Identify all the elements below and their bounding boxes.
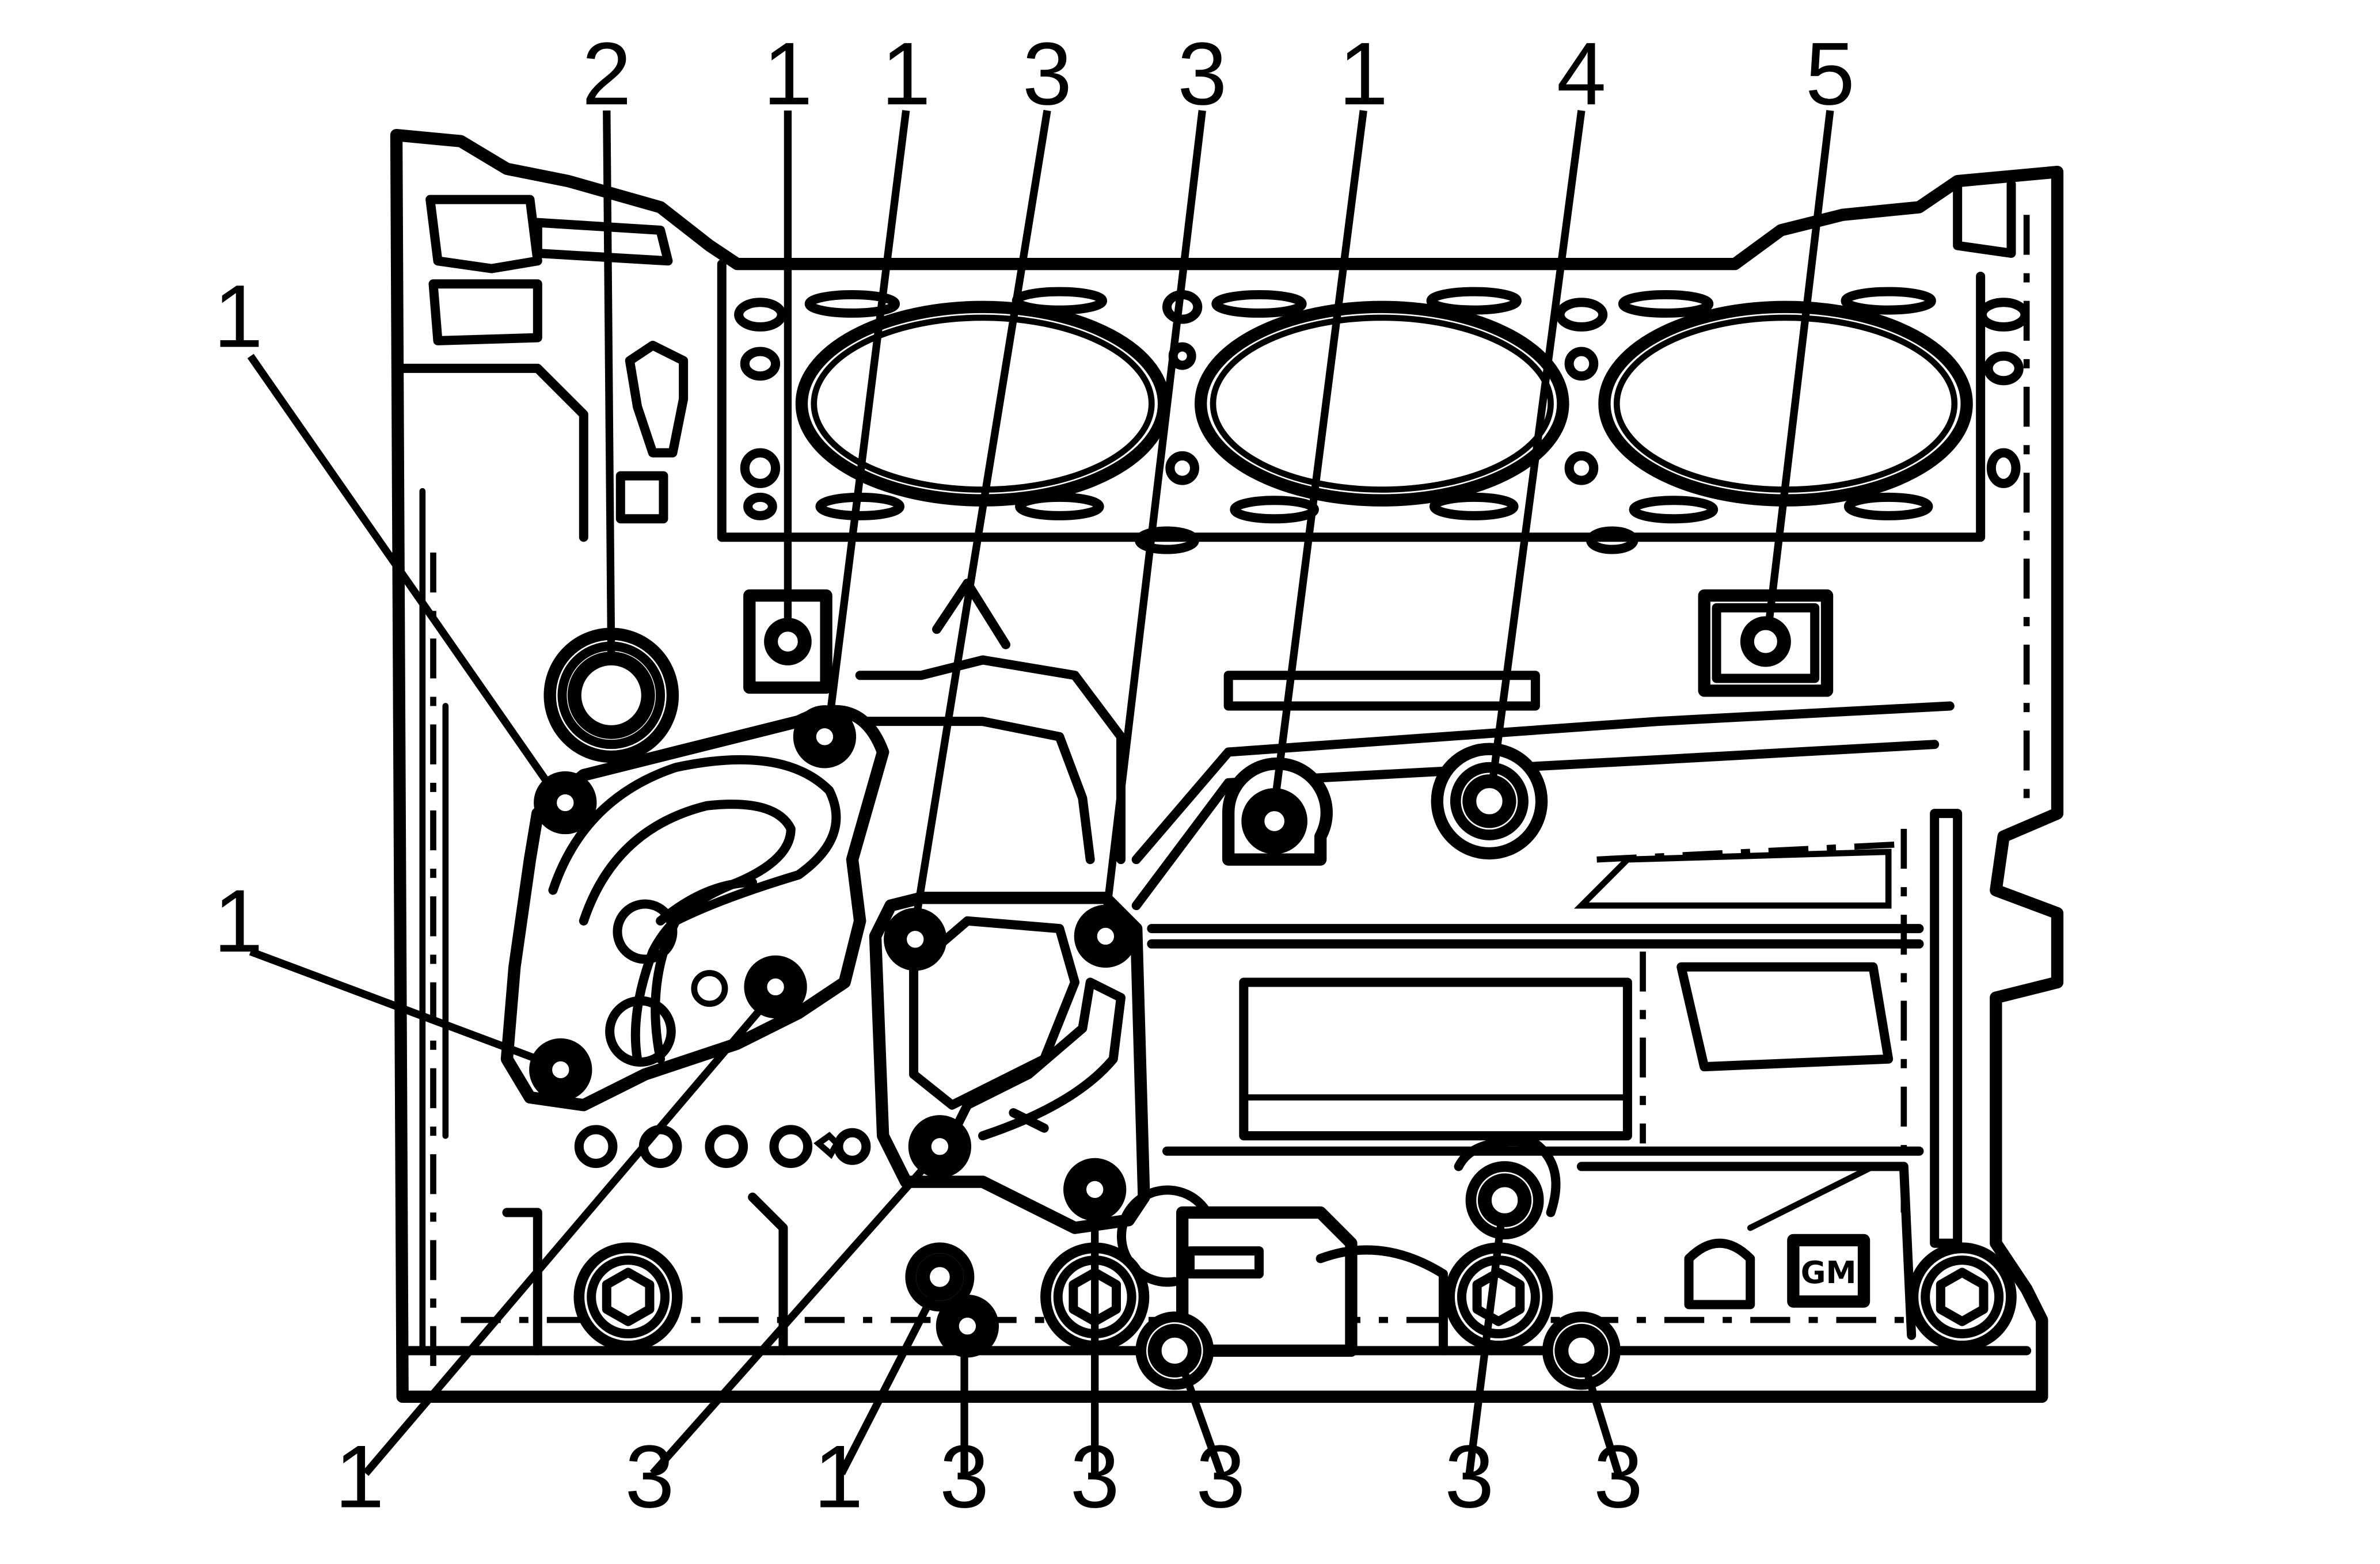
hex-nut-left [573,1242,683,1352]
callout-label: 2 [582,24,632,123]
callout-label: 3 [625,1426,674,1526]
lower-components: GM [502,1137,1917,1357]
callout-label: 3 [1444,1426,1494,1526]
bolt-item-3-h [1542,1311,1621,1390]
lower-access-holes [574,1125,871,1169]
callout-labels: 2 1 1 3 3 1 4 5 1 1 1 3 1 3 3 3 3 3 [214,24,1855,1526]
callout-label: 3 [1177,24,1227,123]
deck-coolant-passages [734,287,2030,554]
callout-label: 1 [335,1426,385,1526]
callout-label: 3 [1196,1426,1245,1526]
gm-logo-text: GM [1801,1255,1857,1291]
callout-label: 1 [763,24,812,123]
callout-label: 1 [881,24,931,123]
callout-label: 5 [1805,24,1855,123]
bolt-item-5 [1740,616,1791,667]
bolt-item-3-c [908,1115,972,1178]
hex-nut-right [1907,1242,2017,1352]
bolt-item-2 [567,651,655,739]
bolt-item-4 [1450,762,1529,840]
callout-label: 3 [1022,24,1072,123]
callout-label: 1 [214,267,263,366]
bolt-item-3-g [1465,1161,1544,1240]
bolt-item-3-f [1135,1311,1214,1390]
callout-label: 1 [214,871,263,971]
leader-lines [247,109,1834,1477]
callout-label: 3 [1070,1426,1120,1526]
callout-label: 1 [813,1426,863,1526]
bolt-item-1-a [764,618,812,665]
callout-label: 1 [1339,24,1388,123]
bolt-item-1-d [529,1038,592,1102]
bolt-item-1-e [744,955,807,1019]
bolt-item-1-b [793,705,857,768]
callout-label: 3 [940,1426,989,1526]
callout-label: 4 [1557,24,1606,123]
callout-label: 3 [1594,1426,1643,1526]
bolt-item-1-f [905,1242,975,1312]
